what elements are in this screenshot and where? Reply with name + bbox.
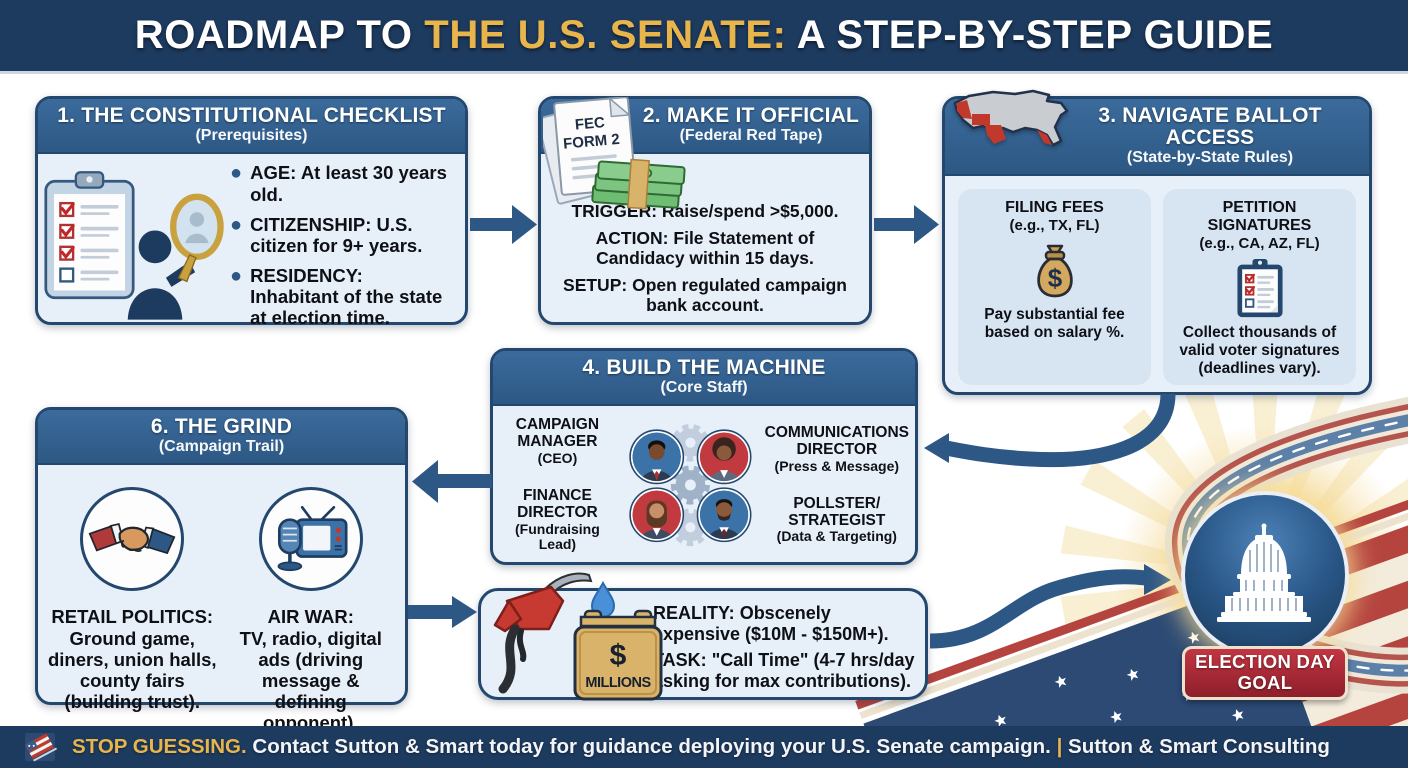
checklist-mirror-icon [44, 171, 224, 320]
petition-signatures-card: PETITION SIGNATURES (e.g., CA, AZ, FL) [1163, 189, 1356, 386]
step-navigate-ballot-access: 3. NAVIGATE BALLOT ACCESS (State-by-Stat… [942, 89, 1372, 395]
list-item: ● AGE: At least 30 years old. [230, 162, 447, 205]
retail-politics-item: RETAIL POLITICS: Ground game, diners, un… [46, 479, 219, 733]
step4-header: 4. BUILD THE MACHINE (Core Staff) [493, 351, 915, 407]
footer-brand: Sutton & Smart Consulting [1068, 735, 1330, 758]
arrow-step1-to-step2-icon [470, 205, 537, 244]
fec-form-icon: FEC FORM 2 [543, 97, 686, 210]
footer-separator: | [1056, 735, 1063, 758]
step3-subtitle: (State-by-State Rules) [1126, 149, 1294, 167]
staff-avatars-icon [629, 423, 752, 547]
filing-fees-card: FILING FEES (e.g., TX, FL) $ Pay substan… [958, 189, 1151, 386]
list-item: SETUP: Open regulated campaign bank acco… [563, 275, 847, 316]
step4-subtitle: (Core Staff) [660, 379, 748, 397]
role-campaign-manager: CAMPAIGN MANAGER (CEO) [515, 416, 600, 466]
handshake-icon [88, 523, 176, 555]
step6-title: 6. THE GRIND [150, 415, 293, 438]
step1-subtitle: (Prerequisites) [195, 127, 308, 145]
money-bag-icon: $ [1036, 245, 1073, 298]
svg-text:$: $ [610, 639, 627, 672]
step2-list: TRIGGER: Raise/spend >$5,000. ACTION: Fi… [541, 154, 869, 324]
svg-text:$: $ [1047, 263, 1062, 293]
capitol-icon [1217, 523, 1311, 622]
footer-bar: STOP GUESSING. Contact Sutton & Smart to… [0, 726, 1408, 768]
step1-header: 1. THE CONSTITUTIONAL CHECKLIST (Prerequ… [38, 99, 465, 155]
step-build-the-machine: 4. BUILD THE MACHINE (Core Staff) CAMPAI… [490, 348, 918, 565]
step1-list: ● AGE: At least 30 years old. ● CITIZENS… [230, 162, 455, 328]
arrow-step5-to-goal-icon [929, 564, 1171, 649]
arrow-step4-to-step6-icon [412, 460, 492, 503]
svg-text:FORM 2: FORM 2 [562, 131, 620, 153]
arrow-step2-to-step3-icon [874, 205, 939, 244]
role-pollster-strategist: POLLSTER/ STRATEGIST (Data & Targeting) [776, 494, 897, 545]
list-item: ● RESIDENCY: Inhabitant of the state at … [230, 264, 443, 328]
flag-icon [25, 733, 58, 762]
bullet-icon: ● [230, 162, 243, 185]
step3-title: 3. NAVIGATE BALLOT ACCESS [1098, 104, 1322, 150]
title-banner: ROADMAP TO THE U.S. SENATE: A STEP-BY-ST… [0, 0, 1408, 74]
title-highlight: THE U.S. SENATE: [424, 13, 787, 57]
us-map-icon [953, 89, 1069, 147]
list-item: ● CITIZENSHIP: U.S. citizen for 9+ years… [230, 213, 423, 256]
svg-text:FEC: FEC [574, 114, 606, 134]
petition-clipboard-icon [1236, 258, 1283, 318]
step4-title: 4. BUILD THE MACHINE [582, 356, 826, 379]
footer-text: STOP GUESSING. Contact Sutton & Smart to… [72, 735, 1330, 759]
avatar-finance-director [629, 487, 684, 543]
title-post: A STEP-BY-STEP GUIDE [796, 13, 1274, 57]
step6-subtitle: (Campaign Trail) [158, 438, 285, 456]
page-title: ROADMAP TO THE U.S. SENATE: A STEP-BY-ST… [135, 13, 1274, 58]
svg-text:MILLIONS: MILLIONS [585, 675, 651, 691]
role-communications-director: COMMUNICATIONS DIRECTOR (Press & Message… [764, 424, 909, 474]
step5-list: REALITY: Obscenely expensive ($10M - $15… [653, 591, 925, 700]
list-item: TRIGGER: Raise/spend >$5,000. [571, 201, 839, 222]
step-the-grind: 6. THE GRIND (Campaign Trail) [35, 407, 408, 733]
list-item: REALITY: Obscenely expensive ($10M - $15… [653, 603, 889, 644]
step2-title: 2. MAKE IT OFFICIAL [642, 104, 860, 127]
avatar-pollster-strategist [696, 487, 752, 543]
step1-title: 1. THE CONSTITUTIONAL CHECKLIST [57, 104, 446, 127]
footer-message: Contact Sutton & Smart today for guidanc… [252, 735, 1051, 758]
election-goal-emblem [1181, 491, 1349, 659]
avatar-communications-director [696, 429, 752, 485]
election-day-goal-badge: ELECTION DAY GOAL [1182, 646, 1348, 700]
list-item: ACTION: File Statement of Candidacy with… [595, 228, 815, 269]
role-finance-director: FINANCE DIRECTOR (Fundraising Lead) [515, 487, 600, 553]
avatar-campaign-manager [629, 429, 684, 485]
arrow-step3-to-step4-icon [924, 393, 1176, 468]
microphone-tv-icon [277, 506, 348, 572]
title-pre: ROADMAP TO [134, 13, 413, 57]
step6-header: 6. THE GRIND (Campaign Trail) [38, 410, 405, 466]
air-war-item: AIR WAR: TV, radio, digital ads (driving… [225, 479, 398, 733]
step3-header: 3. NAVIGATE BALLOT ACCESS (State-by-Stat… [945, 99, 1369, 177]
step-fundraising-reality: $ MILLIONS REALITY: Obscenely expensive … [478, 572, 928, 701]
list-item: TASK: "Call Time" (4-7 hrs/day asking fo… [653, 650, 915, 692]
footer-highlight: STOP GUESSING. [72, 735, 247, 758]
step-constitutional-checklist: 1. THE CONSTITUTIONAL CHECKLIST (Prerequ… [35, 96, 468, 328]
bullet-icon: ● [230, 264, 243, 287]
fuel-money-icon: $ MILLIONS [493, 572, 663, 701]
step-make-it-official: FEC FORM 2 2. MAKE IT OFFICIAL (Federal … [538, 96, 872, 325]
arrow-step6-to-step5-icon [408, 596, 477, 628]
bullet-icon: ● [230, 213, 243, 236]
step2-subtitle: (Federal Red Tape) [679, 127, 823, 145]
